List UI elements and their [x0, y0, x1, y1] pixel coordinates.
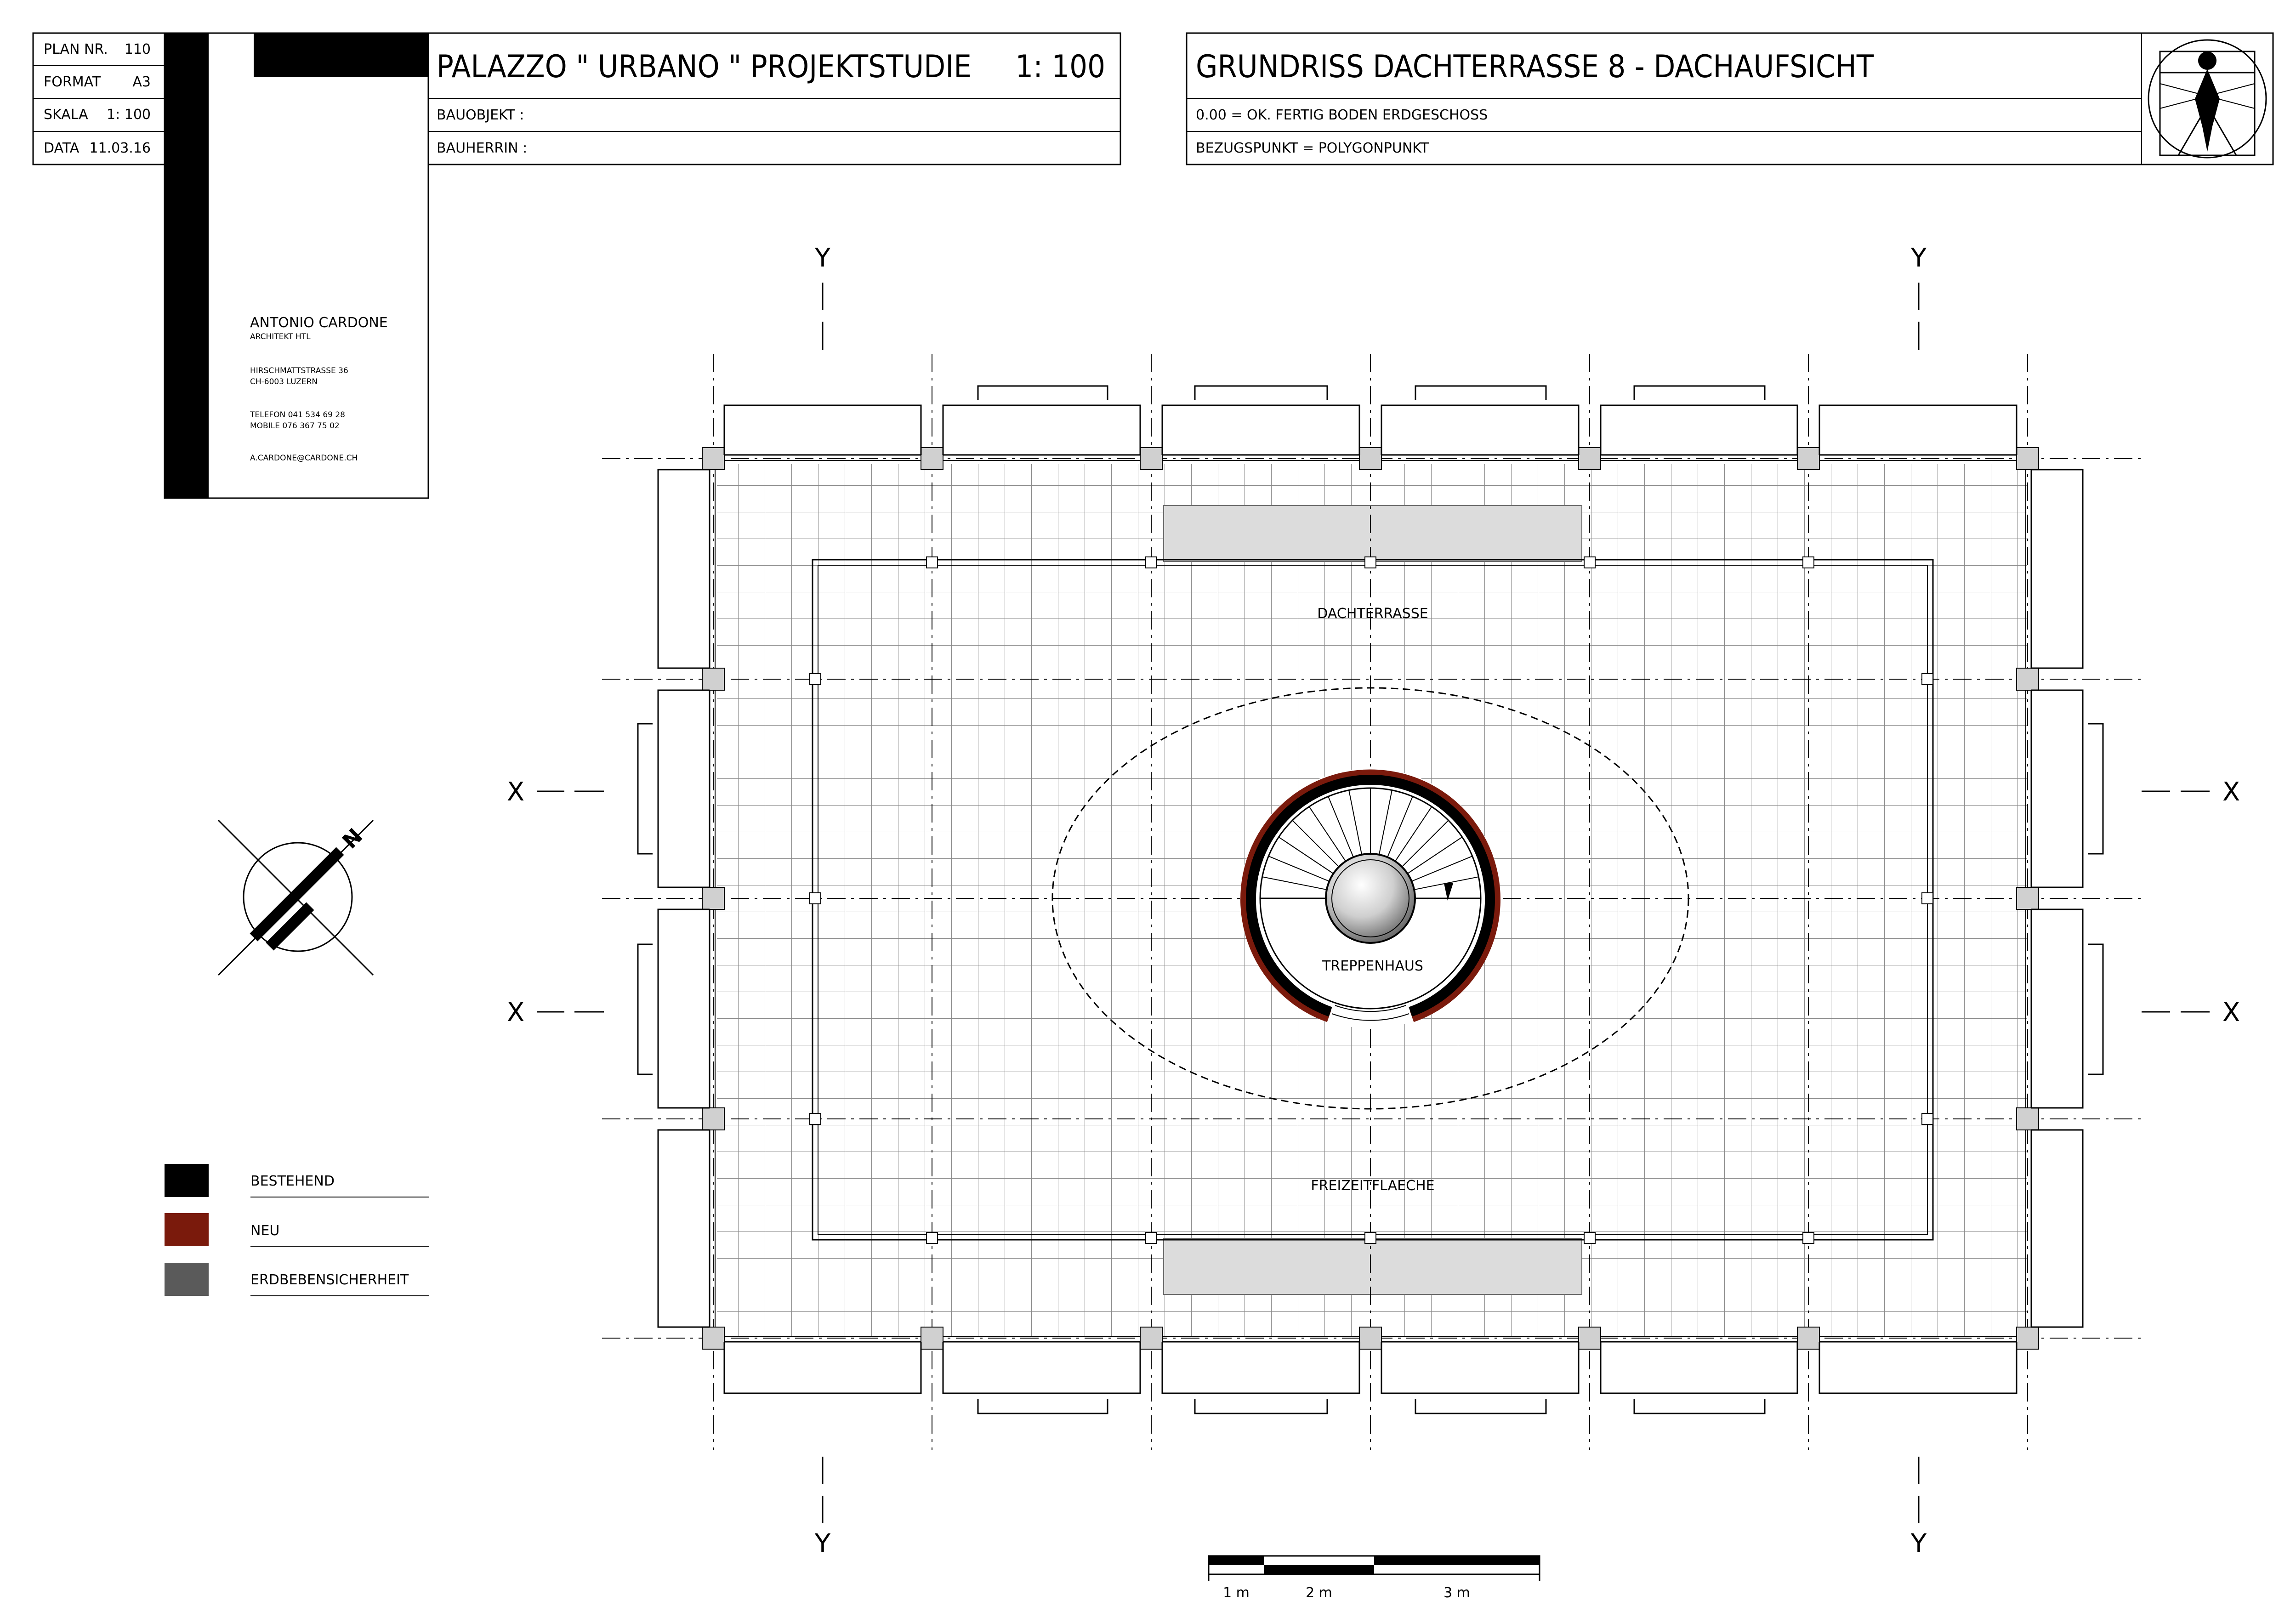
- legend-swatch-neu: [165, 1213, 209, 1246]
- company-city: CH-6003 LUZERN: [250, 377, 318, 386]
- stair-direction-arrow-icon: [1444, 883, 1453, 901]
- vitruvian-figure-icon: [2148, 39, 2267, 159]
- sheet-title: GRUNDRISS DACHTERRASSE 8 - DACHAUFSICHT: [1196, 49, 1874, 85]
- stair-tread: [1401, 820, 1449, 868]
- stair-tread: [1292, 820, 1340, 868]
- stair-tread: [1328, 796, 1354, 857]
- section-x-right-1: X: [2222, 777, 2240, 807]
- format-value: A3: [132, 74, 151, 90]
- legend-swatch-bestehend: [165, 1164, 209, 1197]
- stair-tread: [1308, 806, 1346, 862]
- legend-label-erdbeben: ERDBEBENSICHERHEIT: [250, 1272, 409, 1288]
- datum-note: 0.00 = OK. FERTIG BODEN ERDGESCHOSS: [1196, 107, 1488, 123]
- stair-tread: [1268, 856, 1330, 882]
- stair-tread: [1378, 790, 1392, 855]
- north-arrow: N: [217, 819, 374, 976]
- section-y-bottom-right: Y: [1910, 1529, 1927, 1559]
- room-label-dachterrasse: DACHTERRASSE: [1317, 606, 1428, 622]
- section-markers: Y Y Y Y X X X X: [507, 243, 2240, 1559]
- stair-tread: [1348, 790, 1363, 855]
- stair-tread: [1387, 796, 1413, 857]
- legend-item-bestehend: BESTEHEND: [165, 1164, 429, 1197]
- legend-item-erdbeben: ERDBEBENSICHERHEIT: [165, 1263, 429, 1296]
- section-x-left-2: X: [507, 998, 524, 1027]
- company-phone: TELEFON 041 534 69 28: [250, 410, 345, 420]
- company-card: CARDONE ARCHITEKTUR + INTERIOR DESIGN GM…: [164, 32, 429, 499]
- company-email[interactable]: A.CARDONE@CARDONE.CH: [250, 454, 358, 463]
- plan-nr-label: PLAN NR.: [44, 41, 108, 57]
- sheet-title-box: GRUNDRISS DACHTERRASSE 8 - DACHAUFSICHT …: [1186, 32, 2274, 165]
- architect-name: ANTONIO CARDONE: [250, 315, 388, 331]
- plan-info-box: PLAN NR. 110 FORMAT A3 SKALA 1: 100 DATA…: [32, 32, 166, 165]
- scale-bar: 1 m 2 m 3 m: [1208, 1555, 1540, 1601]
- bauobjekt-label: BAUOBJEKT :: [437, 107, 524, 123]
- legend-label-neu: NEU: [250, 1223, 279, 1239]
- section-x-left-1: X: [507, 777, 524, 807]
- stair-tread: [1395, 806, 1432, 862]
- stair-tread: [1411, 856, 1473, 882]
- stair-tread: [1407, 836, 1463, 874]
- room-label-freizeitflaeche: FREIZEITFLAECHE: [1311, 1178, 1434, 1194]
- stair-tread: [1278, 836, 1334, 874]
- data-label: DATA: [44, 140, 80, 156]
- legend-swatch-erdbeben: [165, 1263, 209, 1296]
- legend-item-neu: NEU: [165, 1213, 429, 1247]
- stair-center-column: [1325, 853, 1416, 944]
- bezug-note: BEZUGSPUNKT = POLYGONPUNKT: [1196, 140, 1429, 156]
- spiral-staircase: [1240, 768, 1500, 1028]
- section-x-right-2: X: [2222, 998, 2240, 1027]
- project-title: PALAZZO " URBANO " PROJEKTSTUDIE: [437, 49, 972, 85]
- bauherrin-label: BAUHERRIN :: [437, 140, 527, 156]
- seismic-wall-north: [1163, 505, 1582, 562]
- scale-label-1m: 1 m: [1223, 1585, 1250, 1601]
- scale-label-2m: 2 m: [1306, 1585, 1332, 1601]
- north-label: N: [337, 823, 367, 853]
- project-scale: 1: 100: [1015, 49, 1105, 85]
- format-label: FORMAT: [44, 74, 101, 90]
- skala-label: SKALA: [44, 107, 88, 123]
- seismic-wall-south: [1163, 1238, 1582, 1295]
- stair-tread: [1262, 876, 1327, 891]
- project-box: PALAZZO " URBANO " PROJEKTSTUDIE 1: 100 …: [427, 32, 1121, 165]
- section-y-top-right: Y: [1910, 243, 1927, 273]
- floor-plan: DACHTERRASSE TREPPENHAUS FREIZEITFLAECHE: [602, 354, 2142, 1450]
- skala-value: 1: 100: [107, 107, 151, 123]
- company-website-link[interactable]: WWW.CARDONE.CH: [263, 51, 420, 67]
- legend-label-bestehend: BESTEHEND: [250, 1173, 335, 1189]
- section-y-top-left: Y: [814, 243, 831, 273]
- section-y-bottom-left: Y: [814, 1529, 831, 1559]
- company-mobile: MOBILE 076 367 75 02: [250, 421, 340, 431]
- plan-nr-value: 110: [125, 41, 151, 57]
- terrace-ellipse: [1051, 687, 1689, 1110]
- columns: [702, 447, 2039, 1350]
- facade-windows: [637, 385, 2104, 1414]
- stair-wall-existing: [1246, 775, 1495, 1017]
- scale-label-3m: 3 m: [1444, 1585, 1470, 1601]
- railing-posts: [809, 556, 1933, 1244]
- legend: BESTEHEND NEU ERDBEBENSICHERHEIT: [165, 1164, 429, 1296]
- room-label-treppenhaus: TREPPENHAUS: [1322, 958, 1423, 974]
- company-street: HIRSCHMATTSTRASSE 36: [250, 366, 348, 375]
- architect-title: ARCHITEKT HTL: [250, 332, 311, 341]
- company-vertical-name: CARDONE ARCHITEKTUR + INTERIOR DESIGN GM…: [180, 80, 196, 478]
- data-value: 11.03.16: [89, 140, 151, 156]
